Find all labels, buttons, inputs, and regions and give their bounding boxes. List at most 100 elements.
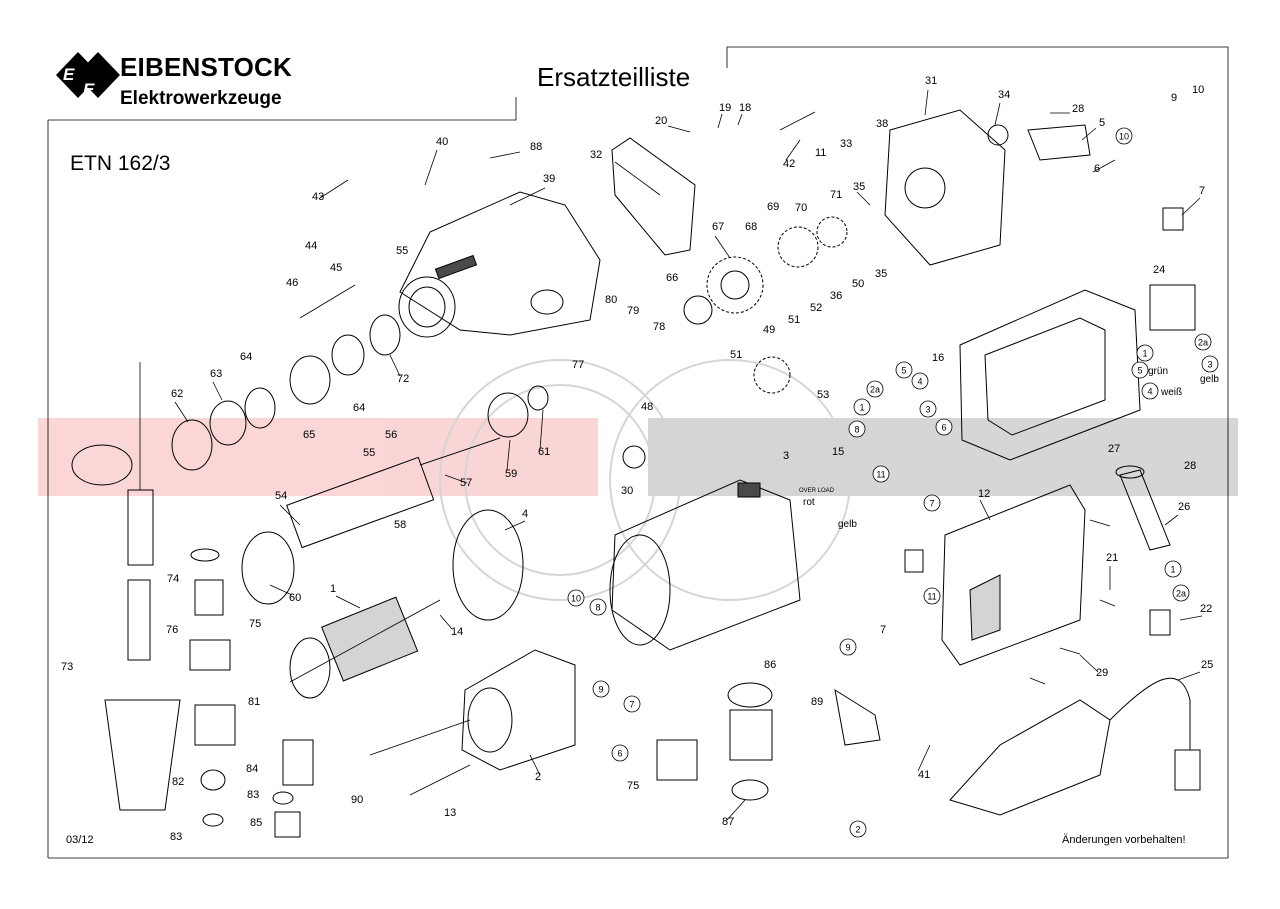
svg-text:E: E — [83, 80, 95, 99]
svg-text:1: 1 — [1142, 349, 1147, 359]
part-number-label: 51 — [730, 349, 742, 361]
svg-text:9: 9 — [845, 643, 850, 653]
part-number-label: 67 — [712, 221, 724, 233]
part-number-label: 80 — [605, 294, 617, 306]
part-number-label: 9 — [1171, 92, 1177, 104]
wire-code-circle: 9 — [592, 680, 610, 698]
part-number-label: 66 — [666, 272, 678, 284]
svg-text:10: 10 — [571, 594, 581, 604]
part-number-label: 39 — [543, 173, 555, 185]
part-number-label: 75 — [249, 618, 261, 630]
watermark — [38, 359, 1238, 601]
leader-line — [667, 125, 691, 133]
leader-line — [212, 381, 223, 401]
part-number-label: 20 — [655, 115, 667, 127]
wire-code-circle: 7 — [923, 494, 941, 512]
wire-code-circle: 7 — [623, 695, 641, 713]
part-number-label: 33 — [840, 138, 852, 150]
part-number-label: 70 — [795, 202, 807, 214]
svg-text:4: 4 — [1147, 387, 1152, 397]
wire-code-circle: 1 — [1164, 560, 1182, 578]
part-number-label: 16 — [932, 352, 944, 364]
svg-text:5: 5 — [901, 366, 906, 376]
wire-color-label: grün — [1148, 366, 1168, 377]
wire-code-circle: 5 — [1131, 361, 1149, 379]
part-number-label: 77 — [572, 359, 584, 371]
part-number-label: 54 — [275, 490, 287, 502]
leader-line — [506, 439, 511, 471]
part-number-label: 25 — [1201, 659, 1213, 671]
svg-text:7: 7 — [929, 499, 934, 509]
part-39-gear-housing — [398, 191, 601, 338]
svg-text:10: 10 — [1119, 132, 1129, 142]
wire-code-circle: 10 — [1115, 127, 1133, 145]
part-number-label: 28 — [1184, 460, 1196, 472]
leader-lines — [174, 89, 1203, 821]
part-number-label: 35 — [853, 181, 865, 193]
leader-line — [319, 179, 349, 199]
part-number-label: 84 — [246, 763, 258, 775]
part-32-gasket — [611, 137, 696, 256]
part-number-label: 29 — [1096, 667, 1108, 679]
svg-text:11: 11 — [876, 470, 885, 480]
part-number-label: 85 — [250, 817, 262, 829]
leader-line — [856, 191, 871, 206]
part-number-label: 21 — [1106, 552, 1118, 564]
leader-line — [424, 149, 438, 186]
part-12-handle — [941, 289, 1141, 666]
leader-line — [717, 113, 723, 129]
brand-name: EIBENSTOCK — [120, 52, 292, 82]
wire-color-label: weiß — [1160, 387, 1182, 398]
part-number-label: 10 — [1192, 84, 1204, 96]
part-number-label: 75 — [627, 780, 639, 792]
svg-text:9: 9 — [598, 685, 603, 695]
leader-line — [1079, 654, 1099, 673]
wire-code-circle: 1 — [853, 398, 871, 416]
gears-group — [622, 216, 848, 469]
leader-line — [1092, 159, 1116, 173]
wire-code-circle: 2a — [1194, 333, 1212, 351]
wire-code-circle: 11 — [923, 587, 941, 605]
page-frame — [47, 46, 1229, 859]
part-73-side-handle — [71, 362, 181, 811]
leader-line — [1177, 671, 1201, 681]
part-number-label: 83 — [247, 789, 259, 801]
wire-code-circle: 4 — [911, 372, 929, 390]
leader-line — [785, 139, 801, 161]
leader-line — [994, 102, 1001, 126]
part-number-label: 30 — [621, 485, 633, 497]
wire-code-circle: 1 — [1136, 344, 1154, 362]
part-number-label: 49 — [763, 324, 775, 336]
part-number-label: 6 — [1094, 163, 1100, 175]
leader-line — [335, 595, 361, 609]
part-number-label: 73 — [61, 661, 73, 673]
part-number-label: 72 — [397, 373, 409, 385]
part-number-label: 12 — [978, 488, 990, 500]
leader-line — [269, 584, 293, 596]
leader-line — [1081, 127, 1097, 141]
part-number-label: 63 — [210, 368, 222, 380]
part-25-cable-switch — [949, 677, 1201, 816]
part-number-label: 7 — [880, 624, 886, 636]
part-54-spindle — [286, 437, 501, 549]
part-number-label: 35 — [875, 268, 887, 280]
part-number-label: 31 — [925, 75, 937, 87]
part-number-label: 60 — [289, 592, 301, 604]
overload-label: OVER LOAD — [799, 488, 835, 494]
svg-text:8: 8 — [854, 425, 859, 435]
leader-line — [714, 235, 731, 259]
part-number-label: 74 — [167, 573, 179, 585]
svg-text:5: 5 — [1137, 366, 1142, 376]
leader-line — [439, 614, 453, 630]
wire-code-circle: 8 — [589, 598, 607, 616]
part-number-label: 55 — [363, 447, 375, 459]
wire-code-circle: 2a — [1172, 584, 1190, 602]
part-number-label: 78 — [653, 321, 665, 333]
wire-code-circle: 3 — [1201, 355, 1219, 373]
part-number-label: 2 — [535, 771, 541, 783]
part-labels: 1245679101112131415161819202122242526272… — [61, 75, 1219, 843]
part-number-label: 5 — [1099, 117, 1105, 129]
leader-line — [917, 744, 931, 772]
